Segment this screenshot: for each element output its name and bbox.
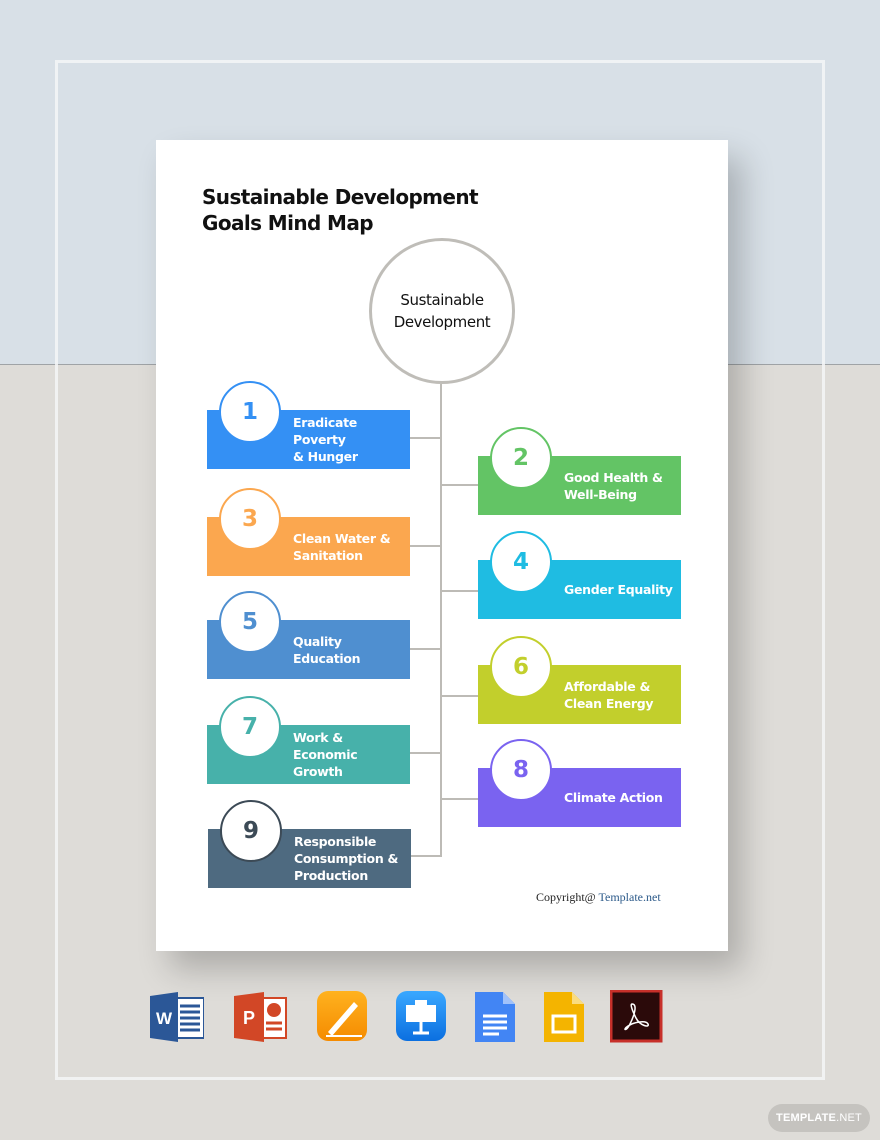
- goal-number-badge: 9: [220, 800, 282, 862]
- google-docs-icon[interactable]: [473, 990, 527, 1044]
- goal-number-badge: 7: [219, 696, 281, 758]
- goal-node-5: 5 Quality Education: [207, 591, 410, 679]
- keynote-icon[interactable]: [395, 990, 449, 1044]
- connector-branch-7: [410, 752, 441, 754]
- goal-node-4: 4 Gender Equality: [478, 531, 681, 619]
- goal-node-8: 8 Climate Action: [478, 739, 681, 827]
- connector-branch-3: [410, 545, 441, 547]
- goal-number-badge: 3: [219, 488, 281, 550]
- goal-number-badge: 1: [219, 381, 281, 443]
- goal-number-badge: 8: [490, 739, 552, 801]
- goal-label: Good Health &Well-Being: [564, 469, 663, 502]
- connector-branch-9: [411, 855, 442, 857]
- goal-node-6: 6 Affordable &Clean Energy: [478, 636, 681, 724]
- connector-branch-8: [441, 798, 479, 800]
- powerpoint-icon[interactable]: P: [232, 990, 287, 1044]
- goal-number-badge: 2: [490, 427, 552, 489]
- document-page: Sustainable Development Goals Mind Map S…: [156, 140, 728, 951]
- goal-node-3: 3 Clean Water &Sanitation: [207, 488, 410, 576]
- goal-number-badge: 5: [219, 591, 281, 653]
- goal-label: Climate Action: [564, 790, 663, 805]
- goal-label: Eradicate Poverty& Hunger: [293, 415, 358, 464]
- document-title: Sustainable Development Goals Mind Map: [202, 184, 479, 236]
- connector-branch-2: [441, 484, 479, 486]
- copyright-text: Copyright@ Template.net: [536, 890, 661, 904]
- goal-node-2: 2 Good Health &Well-Being: [478, 427, 681, 515]
- goal-label: Clean Water &Sanitation: [293, 530, 391, 563]
- word-icon[interactable]: W: [148, 990, 205, 1044]
- google-slides-icon[interactable]: [542, 990, 596, 1044]
- central-node-line-1: Sustainable: [400, 291, 484, 309]
- goal-label: Affordable &Clean Energy: [564, 678, 654, 711]
- connector-branch-6: [441, 695, 479, 697]
- connector-branch-1: [410, 437, 441, 439]
- goal-node-1: 1 Eradicate Poverty& Hunger: [207, 381, 410, 469]
- goal-label: Gender Equality: [564, 582, 673, 597]
- svg-text:P: P: [243, 1008, 255, 1028]
- template-net-watermark: TEMPLATE.NET: [768, 1104, 870, 1132]
- svg-text:W: W: [156, 1009, 173, 1028]
- title-line-2: Goals Mind Map: [202, 211, 374, 235]
- central-node-line-2: Development: [393, 313, 491, 331]
- goal-label: Quality Education: [293, 633, 361, 666]
- connector-branch-4: [441, 590, 479, 592]
- pages-icon[interactable]: [316, 990, 370, 1044]
- pdf-icon[interactable]: [609, 989, 664, 1044]
- format-icons-row: W P: [148, 989, 668, 1046]
- connector-trunk: [440, 384, 442, 857]
- preview-frame: [55, 60, 825, 1080]
- goal-number-badge: 4: [490, 531, 552, 593]
- goal-number-badge: 6: [490, 636, 552, 698]
- connector-branch-5: [410, 648, 441, 650]
- central-node: Sustainable Development: [369, 238, 515, 384]
- title-line-1: Sustainable Development: [202, 185, 479, 209]
